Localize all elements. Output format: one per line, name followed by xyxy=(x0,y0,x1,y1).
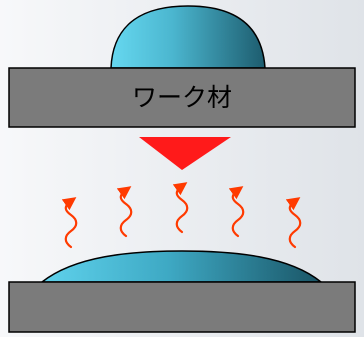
workpiece-label: ワーク材 xyxy=(132,83,232,112)
base-block xyxy=(9,282,355,332)
